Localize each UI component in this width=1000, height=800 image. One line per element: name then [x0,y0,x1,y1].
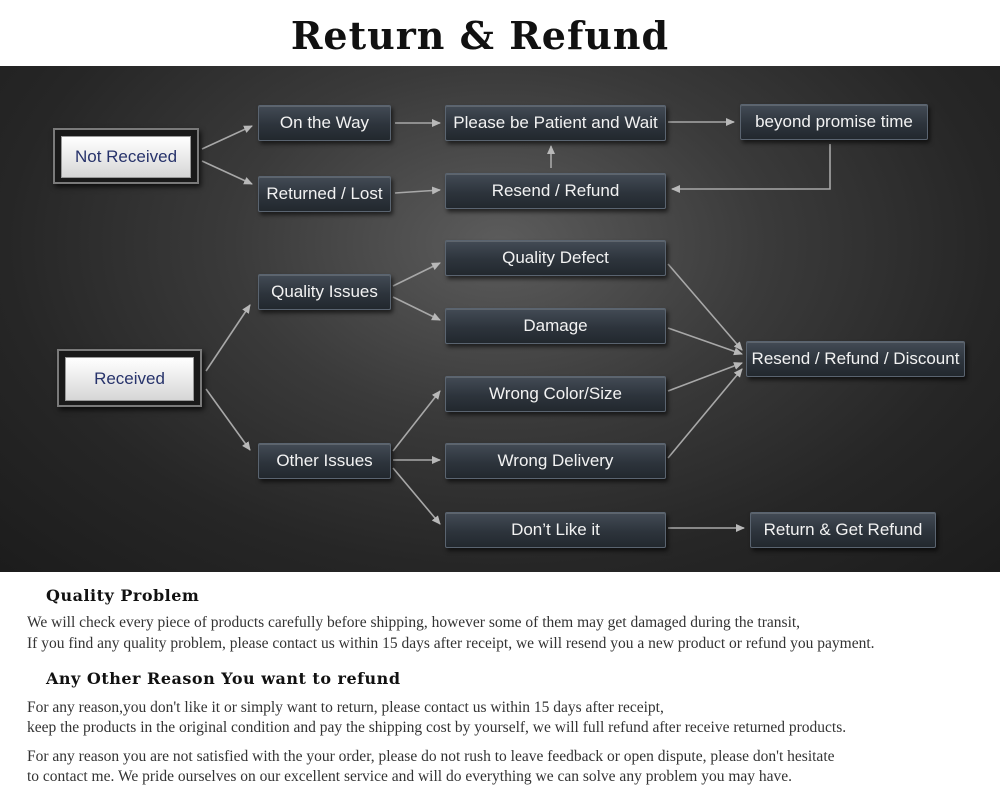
arrow-other-dontlike [392,467,441,525]
other-reason-heading: Any Other Reason You want to refund [46,669,401,688]
return-get-refund-box: Return & Get Refund [750,512,936,548]
arrow-color-rrd [667,362,743,392]
other-reason-line-2: keep the products in the original condit… [27,719,847,736]
damage-box: Damage [445,308,666,344]
arrow-quality-damage [392,296,441,321]
other-reason-line-1: For any reason,you don't like it or simp… [27,699,664,716]
other-reason-line-4: to contact me. We pride ourselves on our… [27,768,793,785]
quality-problem-heading: Quality Problem [46,586,200,605]
arrow-received-quality [205,304,251,372]
please-wait-box: Please be Patient and Wait [445,105,666,141]
arrow-beyond-resend [671,144,831,193]
flow-diagram: Not Received On the Way Returned / Lost … [0,66,1000,572]
quality-issues-box: Quality Issues [258,274,391,310]
beyond-time-box: beyond promise time [740,104,928,140]
wrong-delivery-box: Wrong Delivery [445,443,666,479]
on-the-way-box: On the Way [258,105,391,141]
not-received-status: Not Received [53,128,199,184]
received-label: Received [65,357,194,401]
policy-text: Quality Problem We will check every piec… [0,572,1000,800]
arrow-quality-defect [392,262,441,287]
dont-like-box: Don’t Like it [445,512,666,548]
connector-lines [201,118,831,532]
received-status: Received [57,349,202,407]
resend-refund-box: Resend / Refund [445,173,666,209]
page-title: Return & Refund [290,13,670,58]
other-reason-line-3: For any reason you are not satisfied wit… [27,748,835,765]
arrow-notreceived-ontheway [201,125,253,150]
quality-defect-box: Quality Defect [445,240,666,276]
arrow-defect-rrd [667,263,743,351]
not-received-label: Not Received [61,136,191,178]
arrow-notreceived-returned [201,160,253,185]
resend-refund-discount-box: Resend / Refund / Discount [746,341,965,377]
returned-lost-box: Returned / Lost [258,176,391,212]
arrow-received-other [205,388,251,451]
arrow-other-color [392,390,441,452]
wrong-color-size-box: Wrong Color/Size [445,376,666,412]
arrow-returned-resend [394,186,441,195]
quality-problem-line-1: We will check every piece of products ca… [27,614,801,631]
other-issues-box: Other Issues [258,443,391,479]
quality-problem-line-2: If you find any quality problem, please … [27,635,875,652]
arrow-damage-rrd [667,327,743,356]
arrow-delivery-rrd [667,368,743,459]
